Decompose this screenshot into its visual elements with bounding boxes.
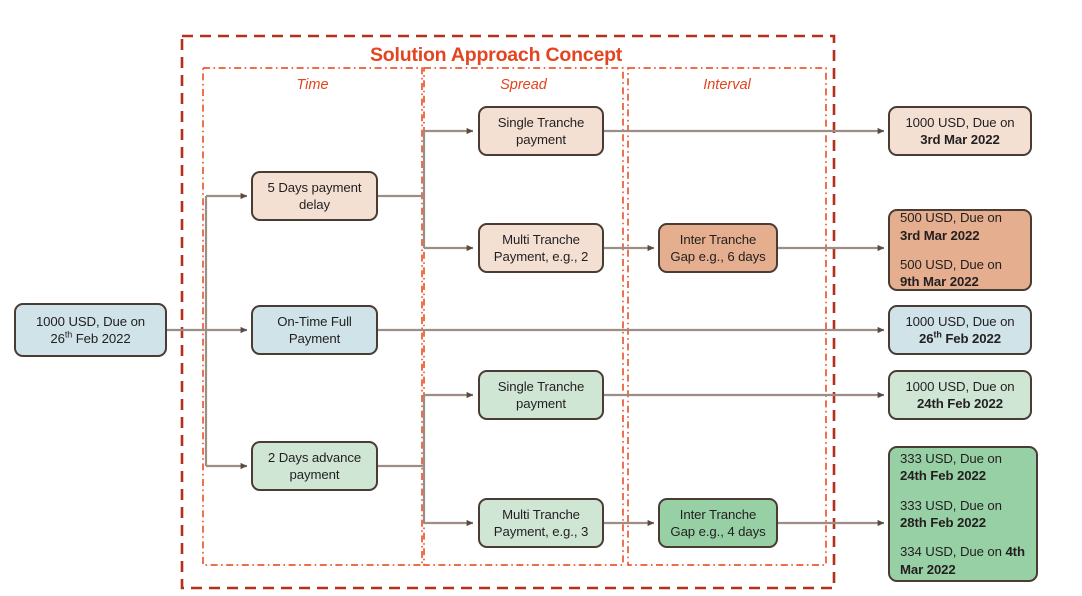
interval-node-gap-6-days[interactable]: Inter Tranche Gap e.g., 6 days (658, 223, 778, 273)
output-tranche-line-3: 334 USD, Due on 4th Mar 2022 (900, 544, 1025, 577)
time-node-on-time-full-payment[interactable]: On-Time Full Payment (251, 305, 378, 355)
node-line-1: Single Tranche (497, 114, 585, 130)
output-amount-line: 1000 USD, Due on (905, 313, 1015, 329)
output-amount-line: 1000 USD, Due on (905, 378, 1015, 394)
node-line-1: Inter Tranche (679, 506, 757, 522)
node-line-1: 2 Days advance (267, 449, 362, 465)
node-line-2: Payment (288, 331, 341, 346)
output-node-1000-26th-feb[interactable]: 1000 USD, Due on 26th Feb 2022 (888, 305, 1032, 355)
output-node-1000-24th-feb[interactable]: 1000 USD, Due on 24th Feb 2022 (888, 370, 1032, 420)
output-date-line: 26th Feb 2022 (919, 329, 1001, 346)
node-line-2: payment (516, 132, 566, 147)
node-line-1: Single Tranche (497, 378, 585, 394)
page-title: Solution Approach Concept (370, 44, 623, 66)
output-node-1000-3rd-mar[interactable]: 1000 USD, Due on 3rd Mar 2022 (888, 106, 1032, 156)
interval-node-gap-4-days[interactable]: Inter Tranche Gap e.g., 4 days (658, 498, 778, 548)
output-node-500-tranches[interactable]: 500 USD, Due on 3rd Mar 2022 500 USD, Du… (888, 209, 1032, 291)
column-header-spread: Spread (500, 77, 547, 93)
input-invoice-node[interactable]: 1000 USD, Due on 26th Feb 2022 (14, 303, 167, 357)
spread-node-multi-tranche-top[interactable]: Multi Tranche Payment, e.g., 2 (478, 223, 604, 273)
spread-node-multi-tranche-bottom[interactable]: Multi Tranche Payment, e.g., 3 (478, 498, 604, 548)
output-amount-line: 1000 USD, Due on (905, 114, 1015, 130)
spread-node-single-tranche-bottom[interactable]: Single Tranche payment (478, 370, 604, 420)
node-line-2: delay (298, 197, 331, 212)
spread-column-panel (423, 67, 624, 566)
node-line-1: Multi Tranche (502, 506, 580, 522)
node-line-1: On-Time Full (277, 313, 352, 329)
node-line-2: payment (289, 467, 340, 482)
time-node-2-days-advance[interactable]: 2 Days advance payment (251, 441, 378, 491)
column-header-interval: Interval (703, 77, 751, 93)
interval-column-panel (627, 67, 827, 566)
output-date-line: 24th Feb 2022 (917, 396, 1003, 411)
column-header-time: Time (296, 77, 329, 93)
output-date-line: 3rd Mar 2022 (920, 132, 1000, 147)
time-column-panel (202, 67, 423, 566)
output-node-333-tranches[interactable]: 333 USD, Due on 24th Feb 2022 333 USD, D… (888, 446, 1038, 582)
outer-dashed-frame (180, 34, 836, 590)
node-line-2: Payment, e.g., 3 (493, 524, 589, 539)
input-amount-line: 1000 USD, Due on (35, 313, 146, 329)
spread-node-single-tranche-top[interactable]: Single Tranche payment (478, 106, 604, 156)
node-line-1: Inter Tranche (679, 231, 757, 247)
output-tranche-line-1: 333 USD, Due on 24th Feb 2022 (900, 450, 1002, 484)
node-line-2: Gap e.g., 6 days (670, 249, 766, 264)
node-line-1: Multi Tranche (502, 231, 580, 247)
time-node-5-days-delay[interactable]: 5 Days payment delay (251, 171, 378, 221)
output-tranche-line-1: 500 USD, Due on 3rd Mar 2022 (900, 210, 1002, 243)
node-line-2: payment (516, 396, 566, 411)
input-date-line: 26th Feb 2022 (50, 329, 131, 346)
output-tranche-line-2: 333 USD, Due on 28th Feb 2022 (900, 497, 1002, 530)
output-tranche-line-2: 500 USD, Due on 9th Mar 2022 (900, 257, 1002, 290)
node-line-2: Payment, e.g., 2 (493, 249, 589, 264)
node-line-1: 5 Days payment (267, 179, 362, 195)
node-line-2: Gap e.g., 4 days (670, 524, 766, 539)
